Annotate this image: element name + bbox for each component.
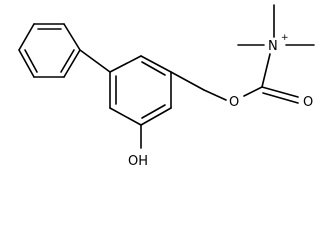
- double-bond-inner: [60, 49, 75, 73]
- bond: [109, 107, 142, 126]
- bond: [140, 55, 172, 73]
- bond: [18, 49, 35, 78]
- double-bond-inner: [141, 61, 166, 76]
- ester-o-carbonyl-bond: [243, 86, 263, 97]
- carbonyl-oxygen-label: O: [303, 95, 313, 110]
- double-bond-inner: [24, 49, 38, 73]
- phenol-ring: [109, 55, 172, 126]
- carbonyl-double-bond: [261, 86, 299, 98]
- ester-oxygen-label: O: [229, 95, 239, 110]
- molecule-svg: O O N + OH: [18, 4, 315, 169]
- bond: [109, 55, 142, 73]
- carbonyl-n-bond: [261, 53, 271, 88]
- bond: [63, 49, 81, 78]
- nitrogen-charge-label: +: [281, 33, 289, 43]
- bond: [140, 107, 172, 126]
- nitrogen-label: N: [268, 39, 278, 54]
- methylene-bond: [170, 71, 205, 91]
- structure-diagram: O O N + OH: [18, 4, 315, 169]
- double-bond-inner: [141, 104, 166, 119]
- carbonyl-double-bond: [262, 92, 299, 104]
- bond: [18, 23, 35, 51]
- biaryl-bond: [79, 49, 111, 73]
- ester-o-bond: [203, 89, 227, 101]
- phenyl-ring: [18, 23, 81, 78]
- bond: [63, 23, 81, 51]
- hydroxyl-label: OH: [128, 154, 148, 169]
